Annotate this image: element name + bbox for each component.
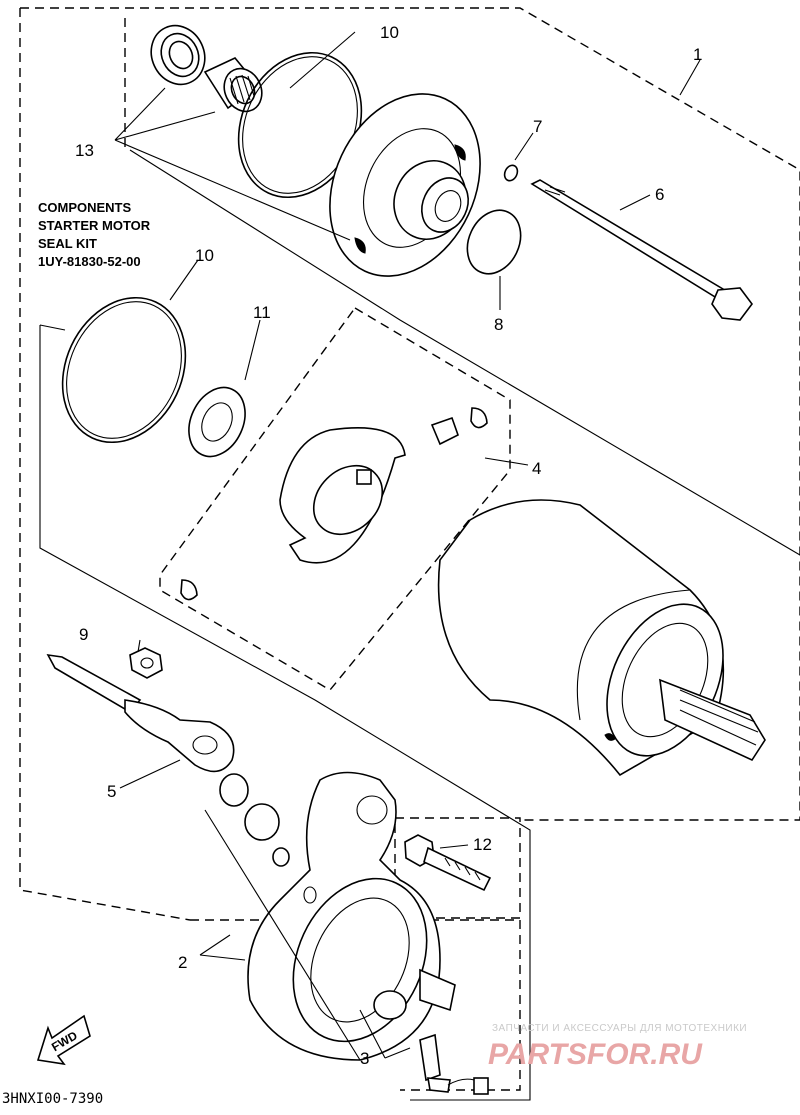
callout-10-lower: 10 xyxy=(195,246,214,265)
brush-kit-4-boundary xyxy=(159,307,511,691)
callout-6: 6 xyxy=(655,185,664,204)
note-line-2: STARTER MOTOR xyxy=(38,218,151,233)
bolt-12 xyxy=(404,834,492,892)
insulator-washer-b xyxy=(244,803,280,841)
watermark-brand: PARTSFOR.RU xyxy=(488,1038,703,1071)
callout-1: 1 xyxy=(693,45,702,64)
nut-9 xyxy=(129,647,163,679)
callout-10-upper: 10 xyxy=(380,23,399,42)
main-frame-line xyxy=(129,149,800,556)
brush-3 xyxy=(419,1033,489,1095)
oil-seal-13 xyxy=(150,24,206,86)
note-line-4: 1UY-81830-52-00 xyxy=(38,254,141,269)
fwd-arrow-icon: FWD xyxy=(36,1014,91,1066)
lead-wire-5 xyxy=(46,653,235,773)
through-bolt-6 xyxy=(530,179,753,321)
note-line-3: SEAL KIT xyxy=(38,236,97,251)
callout-9: 9 xyxy=(79,625,88,644)
callout-8: 8 xyxy=(494,315,503,334)
o-ring-7 xyxy=(503,164,519,182)
motor-yoke xyxy=(437,499,766,777)
note-line-1: COMPONENTS xyxy=(38,200,132,215)
figure-code: 3HNXI00-7390 xyxy=(2,1091,103,1107)
callout-3: 3 xyxy=(360,1049,369,1068)
callout-13: 13 xyxy=(75,141,94,160)
seal-kit-frame xyxy=(39,324,531,1101)
o-ring-10-lower xyxy=(61,296,187,444)
callout-12: 12 xyxy=(473,835,492,854)
callout-4: 4 xyxy=(532,459,541,478)
callout-11: 11 xyxy=(253,303,271,322)
callout-2: 2 xyxy=(178,953,187,972)
washer-11 xyxy=(188,386,246,458)
callout-5: 5 xyxy=(107,782,116,801)
leader-lines xyxy=(114,31,701,1061)
front-cover-1 xyxy=(329,93,481,277)
rear-housing-2 xyxy=(247,771,456,1061)
insulator-washer-a xyxy=(219,773,249,807)
o-ring-8 xyxy=(466,209,522,275)
washer-11-hole xyxy=(201,402,233,442)
small-o-ring xyxy=(272,847,290,867)
nut-9-hole xyxy=(140,657,154,669)
o-ring-10-lower-inner xyxy=(66,301,182,439)
callout-7: 7 xyxy=(533,117,542,136)
brush-holder-plate-4 xyxy=(180,407,488,601)
assembly-1-boundary xyxy=(19,7,800,921)
watermark-tagline: ЗАПЧАСТИ И АКСЕССУАРЫ ДЛЯ МОТОТЕХНИКИ xyxy=(492,1023,747,1034)
